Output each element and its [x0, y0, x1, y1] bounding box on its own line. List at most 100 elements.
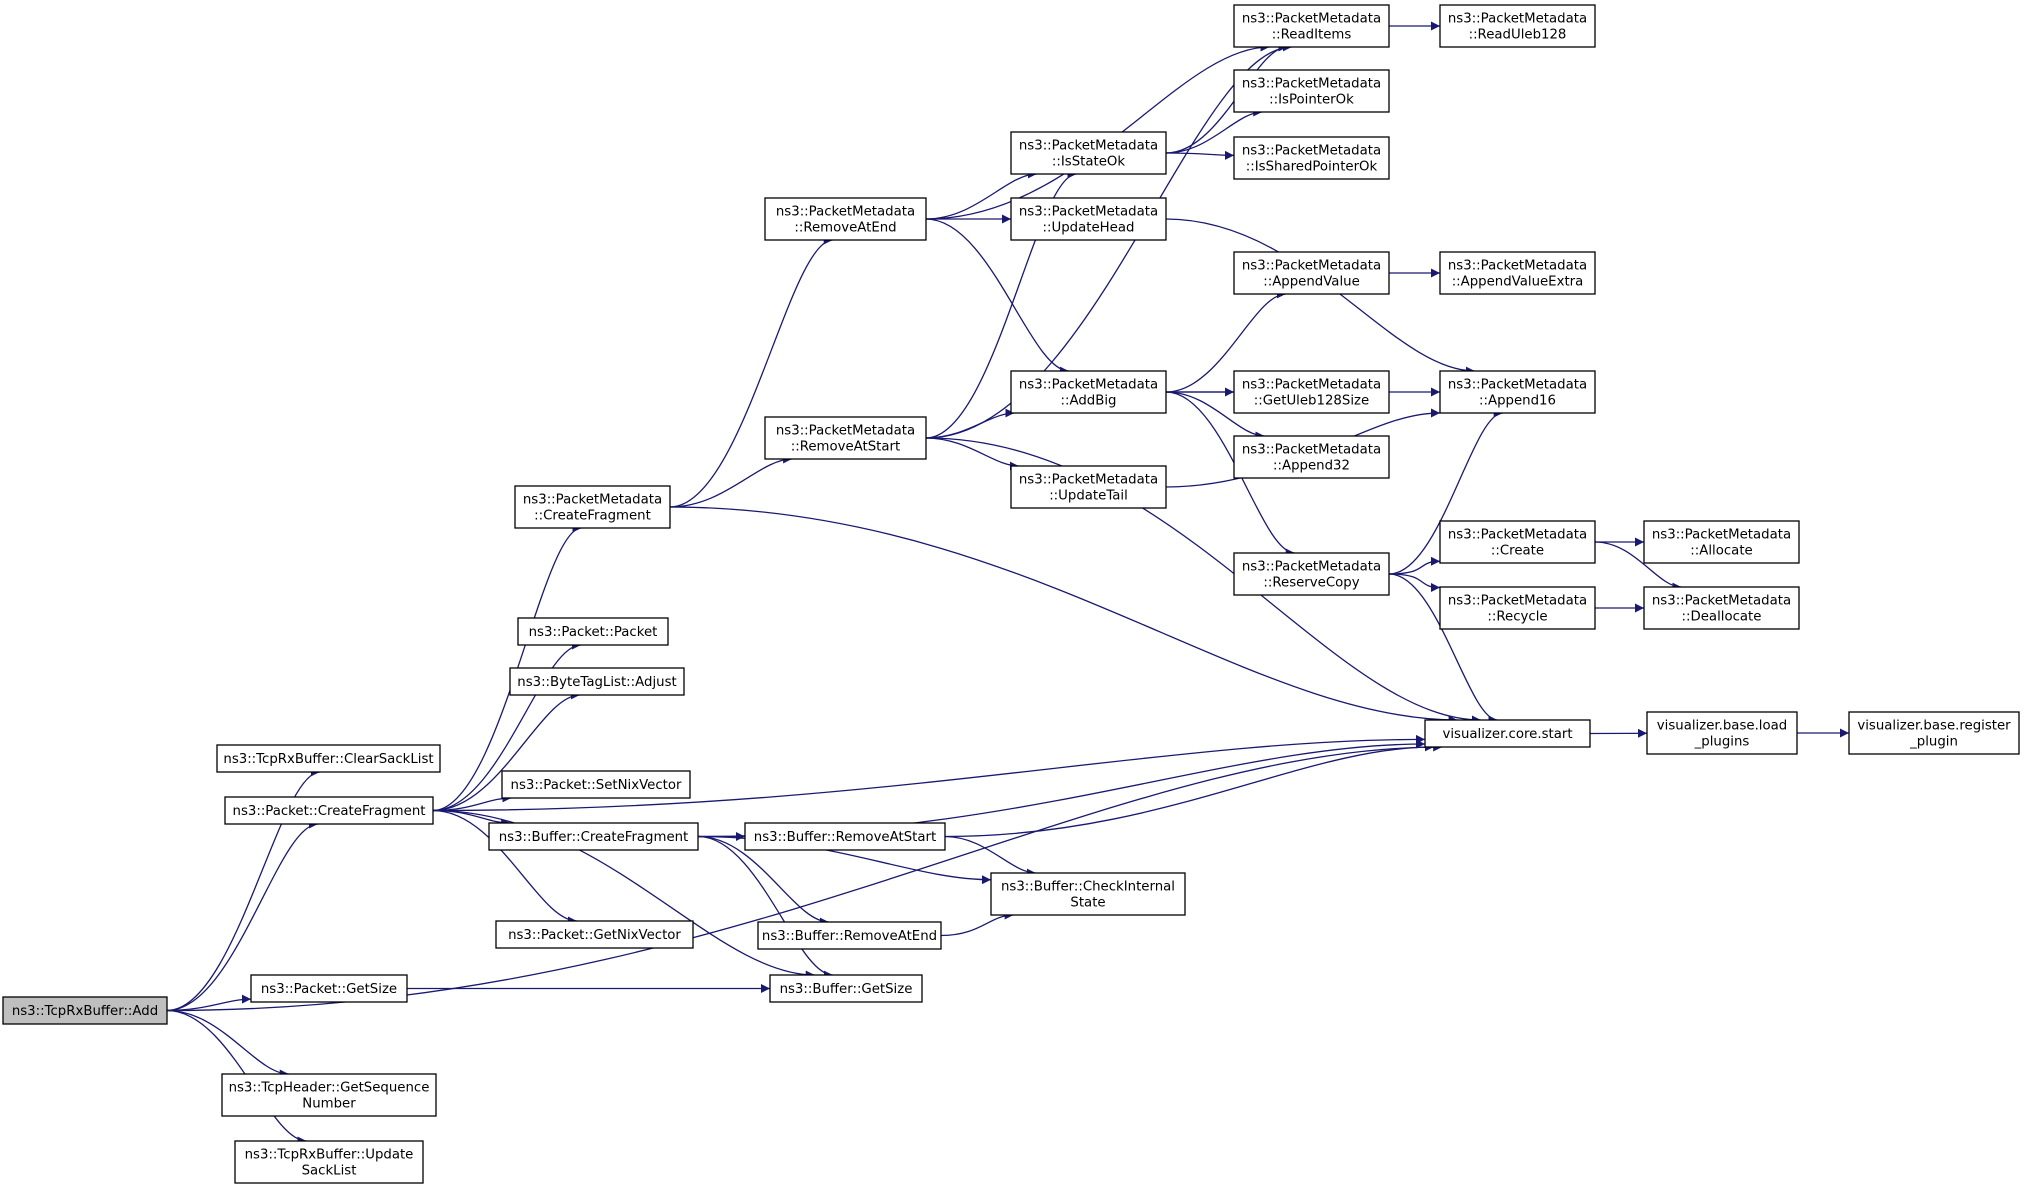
node-pkt-getsize[interactable]: ns3::Packet::GetSize [250, 974, 408, 1003]
node-label: ns3::Packet::GetNixVector [508, 928, 681, 943]
node-vis-loadplugins[interactable]: visualizer.base.load_plugins [1646, 711, 1798, 755]
node-pm-issharedpointerok[interactable]: ns3::PacketMetadata::IsSharedPointerOk [1233, 136, 1390, 180]
node-box [1233, 370, 1390, 414]
node-box [1424, 719, 1591, 748]
node-label: ns3::PacketMetadata [1019, 378, 1158, 393]
edge-pkt-createfrag-to-buf-getsize [432, 809, 815, 980]
node-pm-create[interactable]: ns3::PacketMetadata::Create [1439, 520, 1596, 564]
node-label: ns3::Buffer::CheckInternal [1001, 880, 1175, 895]
node-pm-removeatstart[interactable]: ns3::PacketMetadata::RemoveAtStart [764, 416, 927, 460]
edge-arrow [432, 809, 511, 828]
node-label: ::UpdateTail [1049, 489, 1128, 504]
node-label: ::IsPointerOk [1269, 93, 1354, 108]
node-box [1010, 465, 1167, 509]
edge-arrow [1388, 573, 1441, 592]
node-label: ns3::PacketMetadata [1242, 259, 1381, 274]
node-pm-append32[interactable]: ns3::PacketMetadata::Append32 [1233, 435, 1390, 479]
node-label: State [1070, 896, 1105, 911]
edge-pm-addbig-to-pm-append32 [1165, 391, 1265, 441]
edge-arrow [1165, 391, 1265, 441]
node-label: ns3::Packet::Packet [529, 625, 658, 640]
node-pm-removeatend[interactable]: ns3::PacketMetadata::RemoveAtEnd [764, 197, 927, 241]
edge-pm-removeatstart-to-pm-addbig [925, 408, 1015, 439]
node-label: ns3::TcpRxBuffer::ClearSackList [223, 752, 433, 767]
node-label: visualizer.base.load [1657, 719, 1787, 734]
edge-arrow [940, 910, 1014, 937]
edge-buf-createfrag-to-buf-getsize [697, 835, 833, 980]
node-pm-createfrag[interactable]: ns3::PacketMetadata::CreateFragment [514, 485, 671, 529]
node-pkt-getnix[interactable]: ns3::Packet::GetNixVector [495, 920, 694, 949]
edge-pm-createfrag-to-pm-removeatend [669, 235, 833, 508]
node-pm-appendvalue[interactable]: ns3::PacketMetadata::AppendValue [1233, 251, 1390, 295]
edge-pm-removeatstart-to-pm-readitems [925, 42, 1292, 439]
node-box [216, 744, 441, 773]
node-box [1439, 4, 1596, 48]
node-label: ns3::PacketMetadata [1652, 528, 1791, 543]
node-buf-removeatend[interactable]: ns3::Buffer::RemoveAtEnd [757, 921, 942, 950]
node-label: ns3::PacketMetadata [1019, 205, 1158, 220]
node-box [1233, 251, 1390, 295]
node-label: ::AddBig [1061, 394, 1117, 409]
node-label: Number [302, 1097, 356, 1112]
node-pm-getuleb[interactable]: ns3::PacketMetadata::GetUleb128Size [1233, 370, 1390, 414]
edge-arrow [166, 819, 319, 1012]
node-pm-addbig[interactable]: ns3::PacketMetadata::AddBig [1010, 370, 1167, 414]
node-label: ::Deallocate [1682, 610, 1762, 625]
edge-arrow [925, 169, 1037, 220]
node-pm-isstateok[interactable]: ns3::PacketMetadata::IsStateOk [1010, 131, 1167, 175]
edge-arrow [944, 835, 1036, 878]
node-buf-removeatstart[interactable]: ns3::Buffer::RemoveAtStart [744, 822, 946, 851]
node-label: ns3::PacketMetadata [1448, 594, 1587, 609]
node-label: ::Create [1491, 544, 1544, 559]
edge-pm-reservecopy-to-vis-start [1388, 573, 1498, 725]
node-box [769, 974, 923, 1003]
edge-arrow [925, 437, 1481, 725]
node-clearsack[interactable]: ns3::TcpRxBuffer::ClearSackList [216, 744, 441, 773]
node-pkt-packet[interactable]: ns3::Packet::Packet [517, 617, 669, 646]
node-buf-createfrag[interactable]: ns3::Buffer::CreateFragment [488, 822, 699, 851]
node-vis-registerplugin[interactable]: visualizer.base.register_plugin [1848, 711, 2020, 755]
node-pm-allocate[interactable]: ns3::PacketMetadata::Allocate [1643, 520, 1800, 564]
node-box [1439, 251, 1596, 295]
node-pm-recycle[interactable]: ns3::PacketMetadata::Recycle [1439, 586, 1596, 630]
node-label: ::ReserveCopy [1263, 576, 1359, 591]
edge-arrow [432, 690, 580, 812]
node-label: ns3::PacketMetadata [1019, 473, 1158, 488]
node-label: ns3::PacketMetadata [1448, 12, 1587, 27]
node-pkt-setnix[interactable]: ns3::Packet::SetNixVector [501, 770, 691, 799]
node-label: ns3::ByteTagList::Adjust [517, 675, 676, 690]
edge-arrow [166, 1009, 289, 1079]
node-pkt-createfrag[interactable]: ns3::Packet::CreateFragment [224, 796, 434, 825]
edge-buf-createfrag-to-buf-removeatend [697, 835, 829, 927]
node-pm-updatetail[interactable]: ns3::PacketMetadata::UpdateTail [1010, 465, 1167, 509]
node-label: ns3::PacketMetadata [1242, 378, 1381, 393]
node-btl-adjust[interactable]: ns3::ByteTagList::Adjust [509, 667, 685, 696]
node-buf-getsize[interactable]: ns3::Buffer::GetSize [769, 974, 923, 1003]
edge-arrow [432, 809, 815, 980]
node-label: ::RemoveAtEnd [794, 221, 896, 236]
node-box [224, 796, 434, 825]
edge-arrow [1165, 107, 1263, 154]
node-pm-appendvalueextra[interactable]: ns3::PacketMetadata::AppendValueExtra [1439, 251, 1596, 295]
edge-pkt-createfrag-to-vis-start [432, 734, 1426, 812]
edge-arrow [166, 742, 1443, 1012]
node-vis-start[interactable]: visualizer.core.start [1424, 719, 1591, 748]
node-label: ns3::PacketMetadata [1448, 378, 1587, 393]
node-label: ns3::Packet::GetSize [261, 982, 397, 997]
node-pm-ispointerok[interactable]: ns3::PacketMetadata::IsPointerOk [1233, 69, 1390, 113]
edge-arrow [925, 42, 1292, 439]
node-label: _plugins [1694, 735, 1750, 750]
node-pm-reservecopy[interactable]: ns3::PacketMetadata::ReserveCopy [1233, 552, 1390, 596]
node-pm-readuleb[interactable]: ns3::PacketMetadata::ReadUleb128 [1439, 4, 1596, 48]
node-pm-readitems[interactable]: ns3::PacketMetadata::ReadItems [1233, 4, 1390, 48]
node-add[interactable]: ns3::TcpRxBuffer::Add [2, 996, 168, 1025]
node-label: ::CreateFragment [534, 509, 651, 524]
node-pm-append16[interactable]: ns3::PacketMetadata::Append16 [1439, 370, 1596, 414]
node-pm-deallocate[interactable]: ns3::PacketMetadata::Deallocate [1643, 586, 1800, 630]
node-pm-updatehead[interactable]: ns3::PacketMetadata::UpdateHead [1010, 197, 1167, 241]
edge-pm-createfrag-to-vis-start [669, 506, 1458, 725]
node-box [1439, 586, 1596, 630]
